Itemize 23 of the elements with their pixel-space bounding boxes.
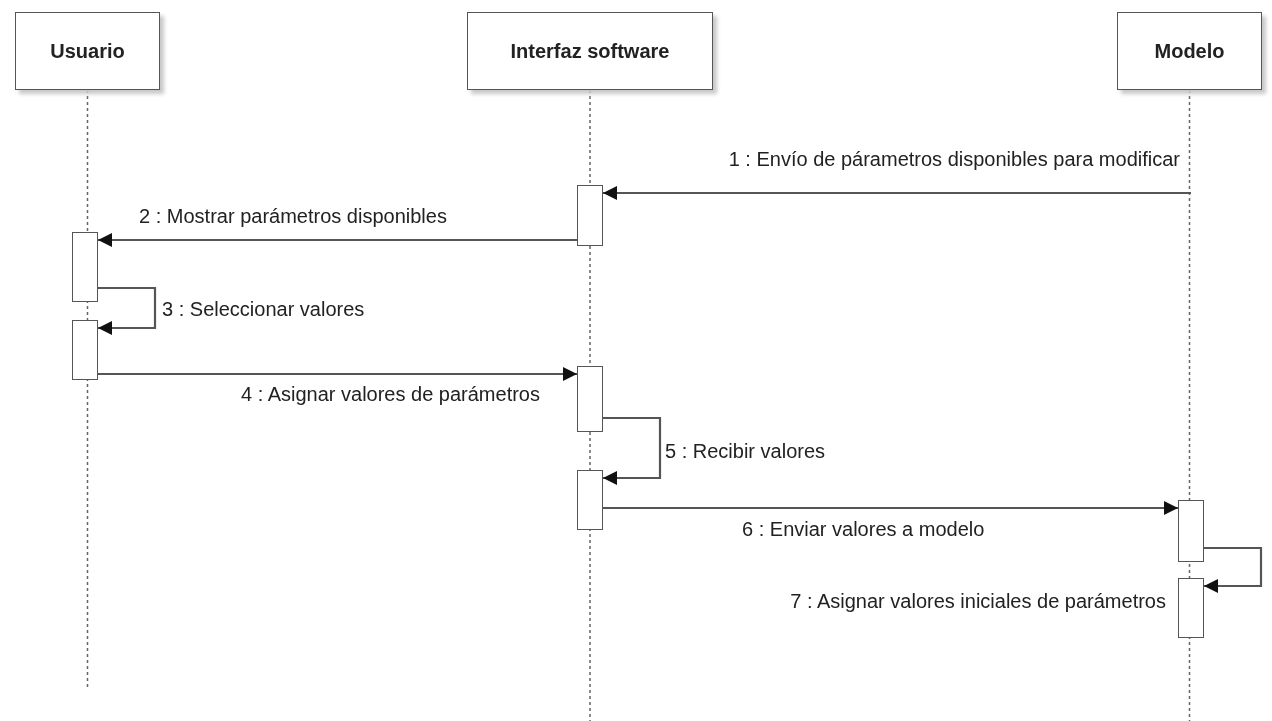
participant-name: Usuario [50,39,125,63]
activation-bar [577,185,603,246]
message-label: 2 : Mostrar parámetros disponibles [137,205,449,228]
participant-name: Modelo [1154,39,1225,63]
activation-bar [577,366,603,432]
message-arrow [603,186,1191,200]
message-label: 7 : Asignar valores iniciales de parámetros [788,590,1168,613]
self-message-arrow [1204,546,1263,593]
participant-name: Interfaz software [510,39,670,63]
activation-bar [1178,578,1204,638]
message-arrow [98,367,577,381]
self-message-arrow [98,286,157,335]
message-arrow [98,233,577,247]
lifeline-header-box [1117,12,1262,90]
activation-bar [577,470,603,530]
activation-bar [72,232,98,302]
message-arrow [603,501,1178,515]
lifeline-header-box [467,12,713,90]
lifeline-header-box [15,12,160,90]
message-label: 4 : Asignar valores de parámetros [238,383,542,406]
self-message-arrow [603,416,662,485]
activation-bar [1178,500,1204,562]
activation-bar [72,320,98,380]
